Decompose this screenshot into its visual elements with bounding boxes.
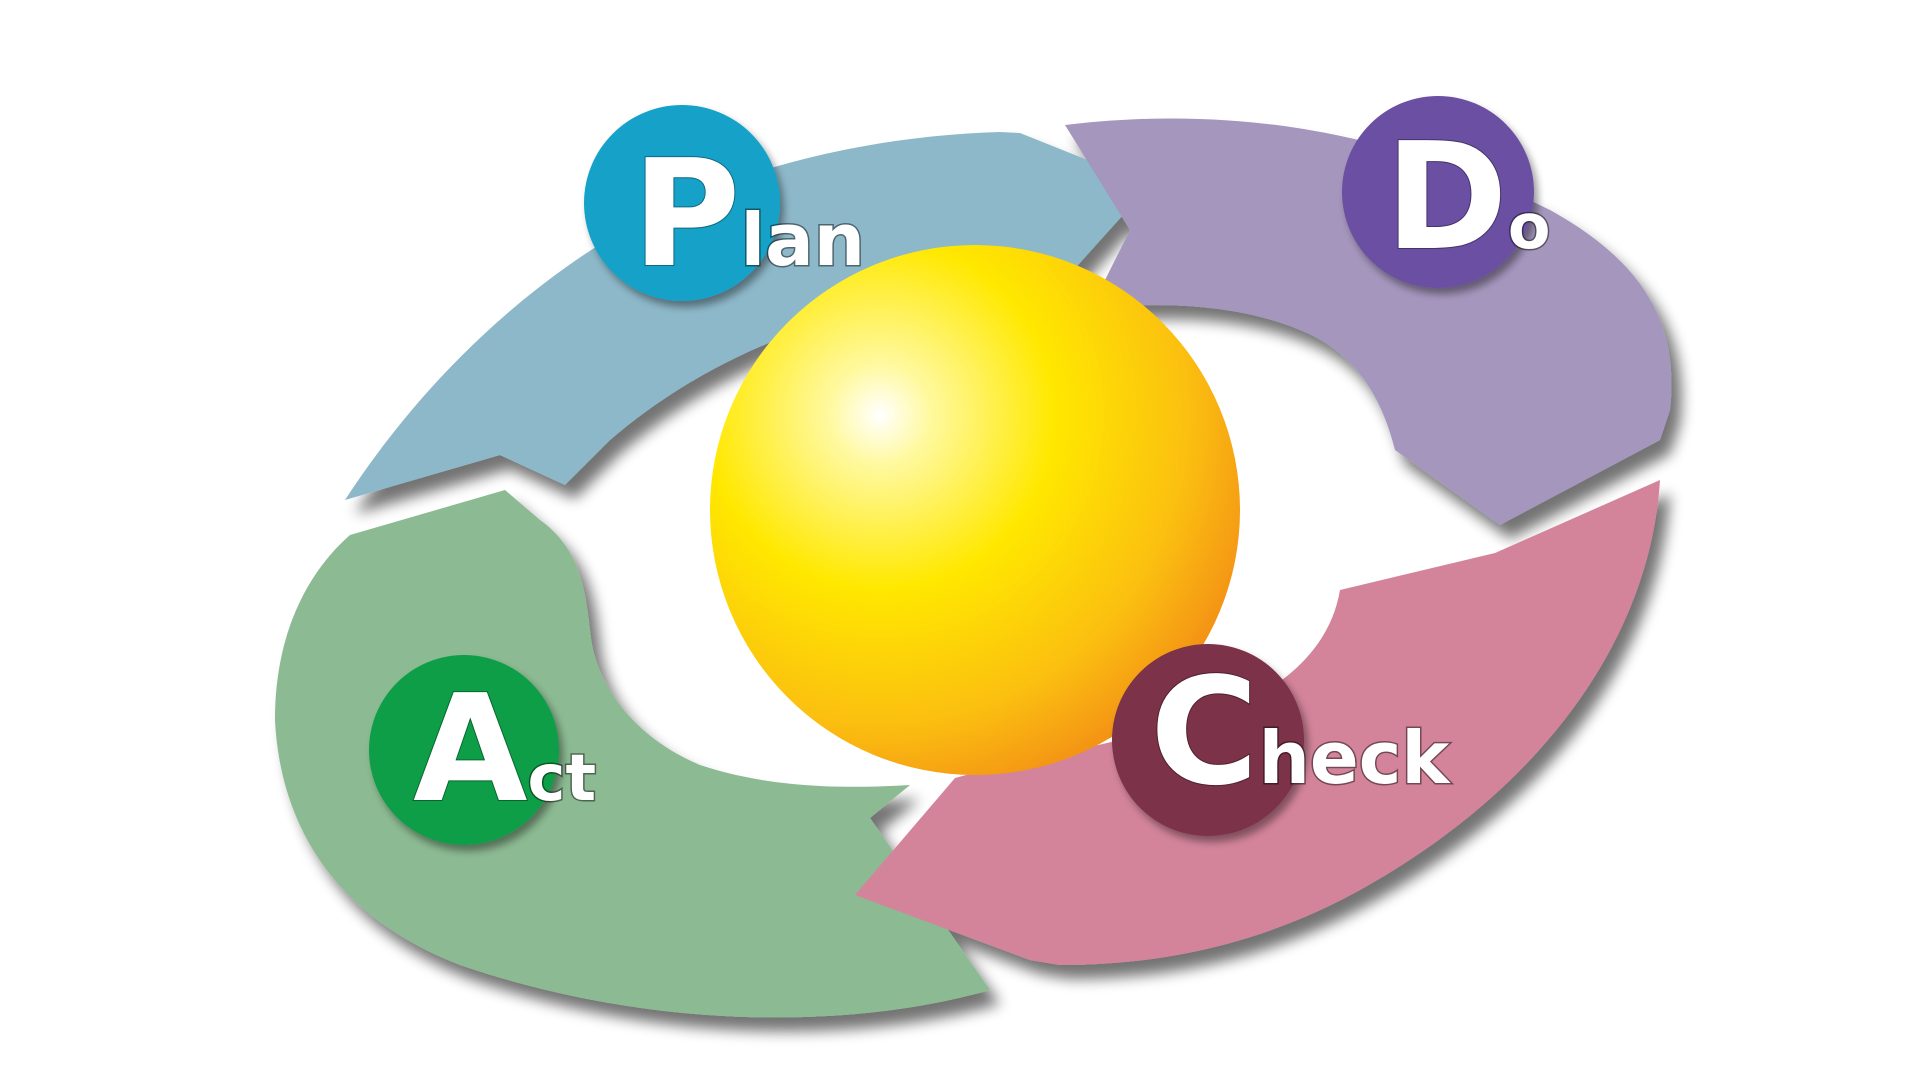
act-label: Act	[413, 663, 596, 835]
check-badge-circle	[1112, 644, 1304, 836]
act-rest: ct	[528, 742, 597, 816]
do-label: Do	[1385, 111, 1550, 283]
do-badge	[1342, 96, 1534, 288]
do-badge-circle	[1342, 96, 1534, 288]
check-label: Check	[1150, 646, 1451, 818]
plan-badge-circle	[584, 105, 780, 301]
do-initial: D	[1385, 111, 1508, 283]
check-initial: C	[1150, 646, 1259, 818]
plan-badge	[584, 105, 780, 301]
act-badge-circle	[369, 655, 559, 845]
plan-label: Plan	[632, 128, 865, 300]
plan-initial: P	[632, 128, 740, 300]
act-arrow	[275, 490, 990, 1018]
center-sphere	[710, 245, 1240, 775]
plan-arrow	[345, 132, 1150, 500]
act-badge	[369, 655, 559, 845]
check-badge	[1112, 644, 1304, 836]
act-initial: A	[413, 663, 528, 835]
plan-rest: lan	[740, 198, 865, 282]
do-rest: o	[1508, 190, 1551, 263]
check-rest: heck	[1259, 716, 1452, 800]
